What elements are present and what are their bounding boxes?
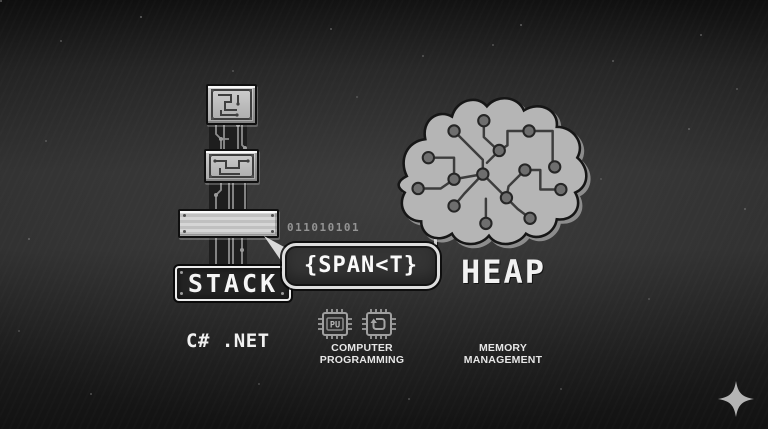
caption-memory-management: MEMORY MANAGEMENT [463, 342, 543, 366]
cpu-chip-label: PU [330, 321, 340, 331]
callout-tail [264, 236, 286, 268]
circuit-strip [209, 100, 247, 270]
circuit-maze-pattern [211, 89, 252, 120]
cpu-chip-icon: PU [318, 309, 352, 339]
stack-label: STACK [187, 269, 279, 298]
screw-dots [211, 89, 214, 92]
circuit-plate-top [206, 84, 257, 125]
stack-frame-bar [178, 209, 279, 238]
span-callout-text: {SPAN<T} [304, 252, 418, 278]
stack-badge: STACK [175, 266, 291, 301]
sparkle-icon [718, 381, 754, 417]
screw-dots [183, 214, 186, 217]
screw-dots [209, 154, 212, 157]
heap-brain [397, 97, 588, 246]
screw-dots [180, 271, 183, 274]
brain-outline [397, 97, 588, 246]
brand-label: C# .NET [186, 330, 270, 352]
star-speckles [0, 0, 2, 2]
memory-loop-chip-icon [362, 309, 396, 339]
span-callout-bubble: {SPAN<T} [282, 243, 440, 289]
brain-nodes [411, 114, 568, 231]
circuit-maze-pattern [209, 154, 254, 178]
binary-text: 011010101 [287, 221, 361, 234]
circuit-plate-middle [204, 149, 259, 183]
caption-computer-programming: COMPUTER PROGRAMMING [319, 342, 405, 366]
heap-label: HEAP [461, 253, 547, 291]
